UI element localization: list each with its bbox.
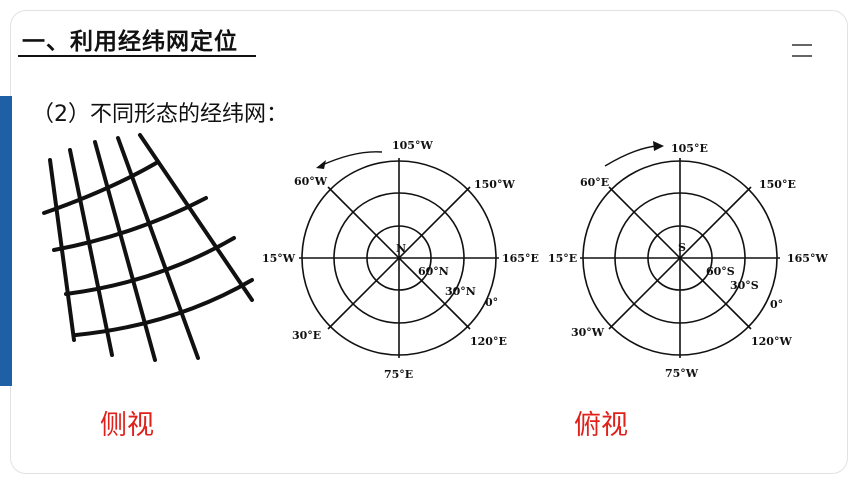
heading-underline: [18, 55, 256, 57]
meridian-label-left: 15°E: [548, 252, 577, 265]
caption-top-view: 俯视: [574, 410, 628, 441]
side-view-grid-illustration: [42, 133, 254, 362]
meridian-label-top: 105°E: [671, 142, 708, 155]
meridian-label-bottom: 75°W: [665, 367, 699, 380]
rotation-arrow-icon: [319, 151, 383, 167]
latitude-label-0: 0°: [485, 296, 498, 309]
pole-label: S: [678, 241, 686, 254]
latitude-label-30: 30°S: [730, 279, 759, 292]
caption-side-view: 侧视: [100, 410, 154, 441]
meridian-label-right: 165°E: [502, 252, 539, 265]
latitude-label-30: 30°N: [445, 285, 476, 298]
subheading: （2）不同形态的经纬网：: [32, 102, 288, 127]
section-heading: 一、利用经纬网定位: [22, 29, 238, 55]
meridian-label-left: 15°W: [262, 252, 296, 265]
meridian-label-bottom: 75°E: [384, 368, 413, 381]
meridian-label-top-left: 60°E: [580, 176, 609, 189]
meridian-label-right: 165°W: [787, 252, 828, 265]
latitude-label-0: 0°: [770, 298, 783, 311]
accent-bar: [0, 96, 12, 386]
pole-label: N: [396, 242, 406, 255]
latitude-label-60: 60°S: [706, 265, 735, 278]
meridian-label-top-left: 60°W: [294, 175, 328, 188]
north-polar-diagram: N 105°W 60°W 150°W 15°W 165°E 30°E 120°E…: [262, 139, 539, 381]
meridian-label-bottom-right: 120°E: [470, 335, 507, 348]
meridian-label-bottom-left: 30°E: [292, 329, 321, 342]
rotation-arrow-icon: [604, 145, 658, 167]
meridian-label-top-right: 150°E: [759, 178, 796, 191]
latitude-label-60: 60°N: [418, 265, 449, 278]
menu-icon[interactable]: [792, 44, 812, 58]
south-polar-diagram: S 105°E 60°E 150°E 15°E 165°W 30°W 120°W…: [548, 141, 828, 380]
meridian-label-top: 105°W: [392, 139, 433, 152]
meridian-label-bottom-right: 120°W: [751, 335, 792, 348]
meridian-label-bottom-left: 30°W: [571, 326, 605, 339]
meridian-label-top-right: 150°W: [474, 178, 515, 191]
